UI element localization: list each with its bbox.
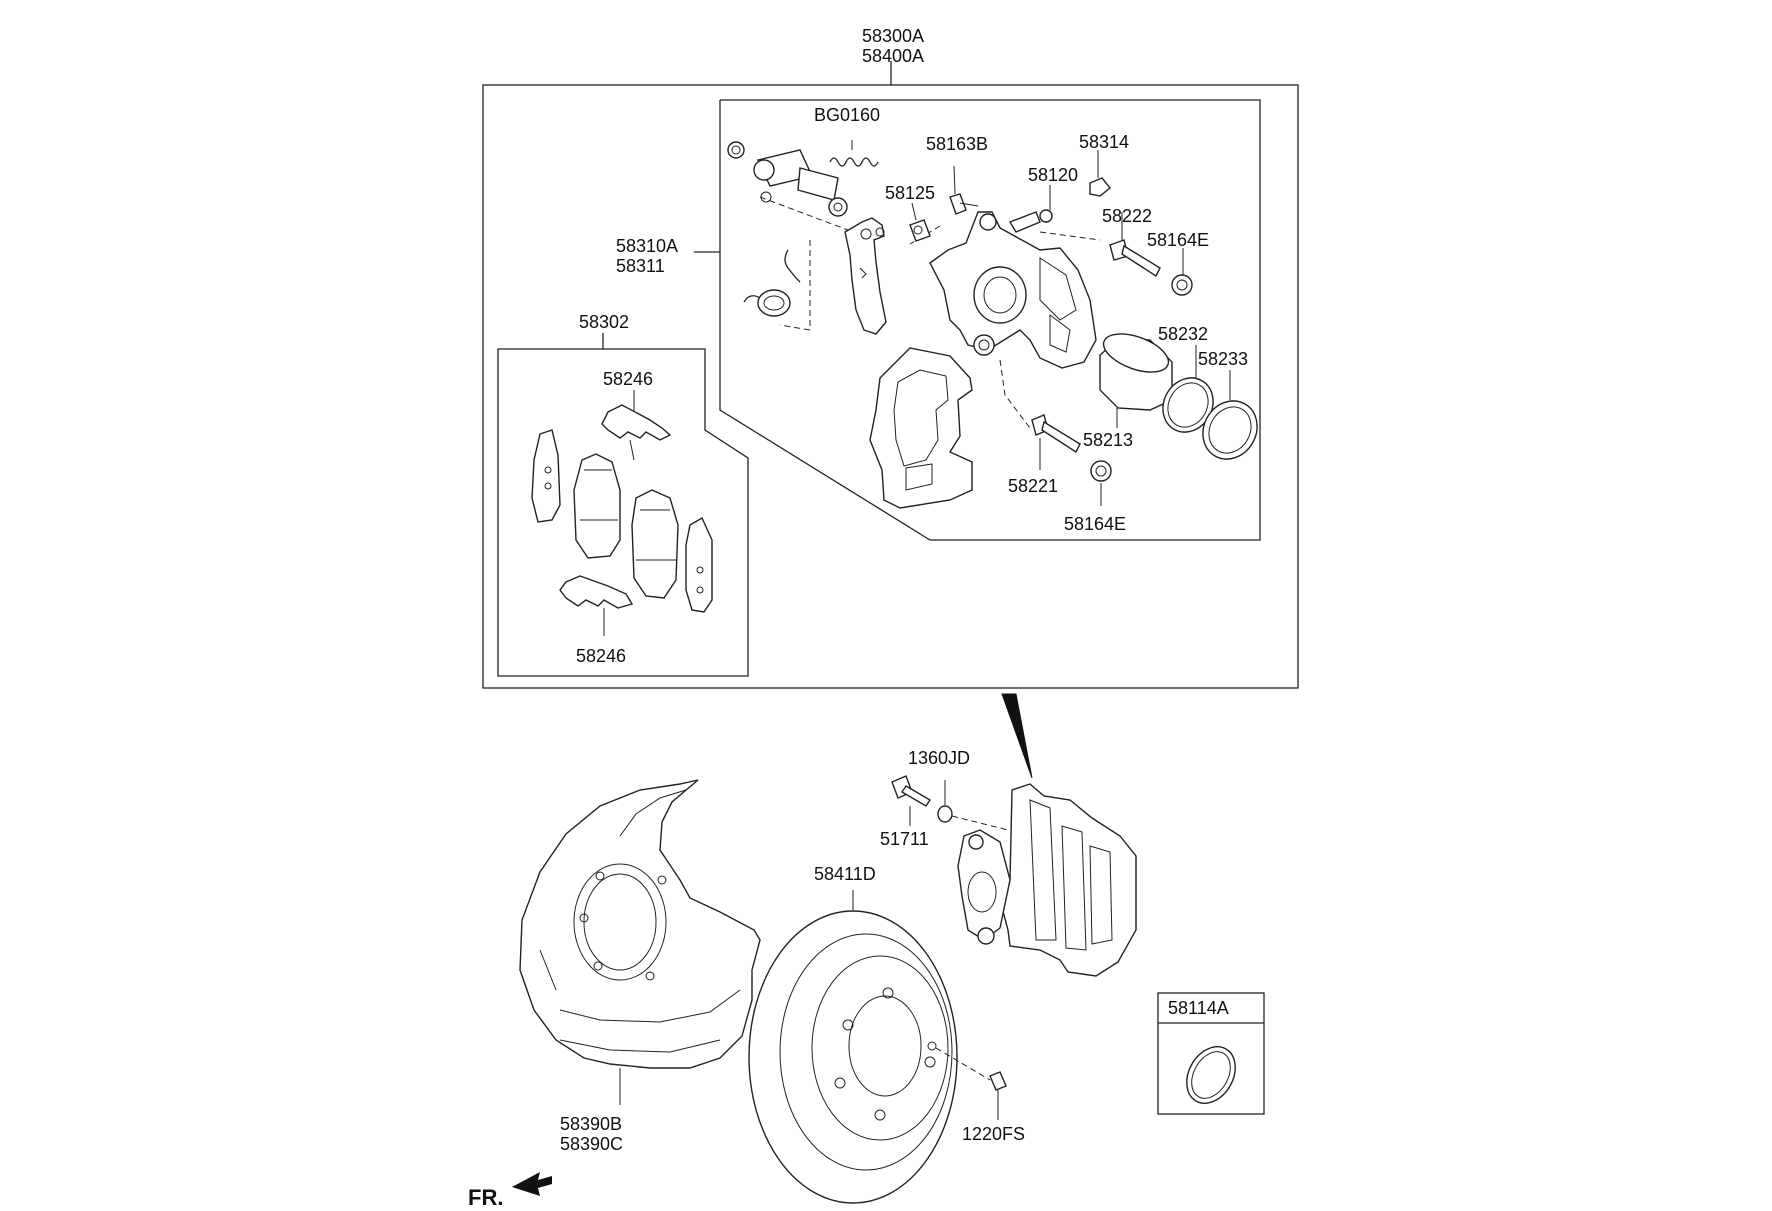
label-58314: 58314 (1079, 132, 1129, 152)
pad-kit-frame (497, 333, 749, 677)
cap-screw (949, 165, 979, 215)
front-arrow-icon (512, 1172, 552, 1196)
label-58246-top: 58246 (603, 369, 653, 389)
label-58246-bottom: 58246 (576, 646, 626, 666)
seal-kit-ring (1186, 1046, 1236, 1104)
dust-shield (519, 779, 761, 1105)
leader-dashed (1039, 231, 1101, 241)
leader-dashed (935, 1047, 991, 1081)
piston-seal (1162, 345, 1214, 433)
bolt-cap-lower (1090, 460, 1112, 506)
brake-pad-inner (573, 453, 621, 559)
leader-dashed (759, 196, 849, 231)
leader-dashed (951, 815, 1009, 831)
label-58125: 58125 (885, 183, 935, 203)
label-assembly-a: 58300A (862, 26, 924, 46)
return-spring (829, 140, 879, 167)
leader-dashed (999, 359, 1031, 429)
label-58390c: 58390C (560, 1134, 623, 1154)
mounting-washer (937, 780, 953, 823)
brake-pad-outer (631, 489, 679, 599)
label-58302: 58302 (579, 312, 629, 332)
parking-lever (844, 217, 887, 335)
brake-disc (748, 890, 958, 1204)
front-marker: FR. (468, 1185, 503, 1210)
label-58164e-bottom: 58164E (1064, 514, 1126, 534)
label-58221: 58221 (1008, 476, 1058, 496)
caliper-subassembly-frame (694, 99, 1261, 541)
lever-spring (743, 249, 801, 317)
bleeder-valve (1008, 185, 1053, 233)
label-1220fs: 1220FS (962, 1124, 1025, 1144)
disc-screw (989, 1071, 1007, 1120)
pad-clip-upper (601, 390, 672, 461)
guide-bolt-lower (1031, 414, 1081, 470)
label-58120: 58120 (1028, 165, 1078, 185)
label-58233: 58233 (1198, 349, 1248, 369)
guide-pin-boot (727, 141, 848, 217)
callout-pointer (1001, 693, 1033, 779)
label-58163b: 58163B (926, 134, 988, 154)
caliper-assembly (957, 783, 1137, 977)
label-58311: 58311 (616, 256, 665, 276)
label-58411d: 58411D (814, 864, 876, 884)
mounting-bolt (891, 775, 931, 826)
label-bg0160: BG0160 (814, 105, 880, 125)
label-58213: 58213 (1083, 430, 1133, 450)
pad-shim-left (531, 429, 561, 523)
caliper-body (929, 211, 1097, 369)
leader-dashed (909, 225, 941, 245)
pad-clip-lower (559, 575, 634, 636)
bleeder-screw (909, 202, 931, 242)
label-51711: 51711 (880, 829, 929, 849)
label-58310a: 58310A (616, 236, 678, 256)
guide-bolt-upper (1109, 212, 1161, 278)
label-58164e-top: 58164E (1147, 230, 1209, 250)
label-58232: 58232 (1158, 324, 1208, 344)
dust-boot (1202, 370, 1258, 460)
label-1360jd: 1360JD (908, 748, 970, 768)
label-58222: 58222 (1102, 206, 1152, 226)
assembly-frame (482, 61, 1299, 689)
bleeder-cap (1089, 150, 1111, 197)
pad-shim-right (685, 517, 713, 613)
label-58390b: 58390B (560, 1114, 622, 1134)
label-assembly-b: 58400A (862, 46, 924, 66)
seal-kit-frame (1157, 992, 1265, 1115)
caliper-bracket (869, 347, 973, 509)
leader-dashed (779, 240, 811, 331)
bolt-cap-upper (1171, 248, 1193, 296)
label-58114a: 58114A (1168, 998, 1229, 1018)
